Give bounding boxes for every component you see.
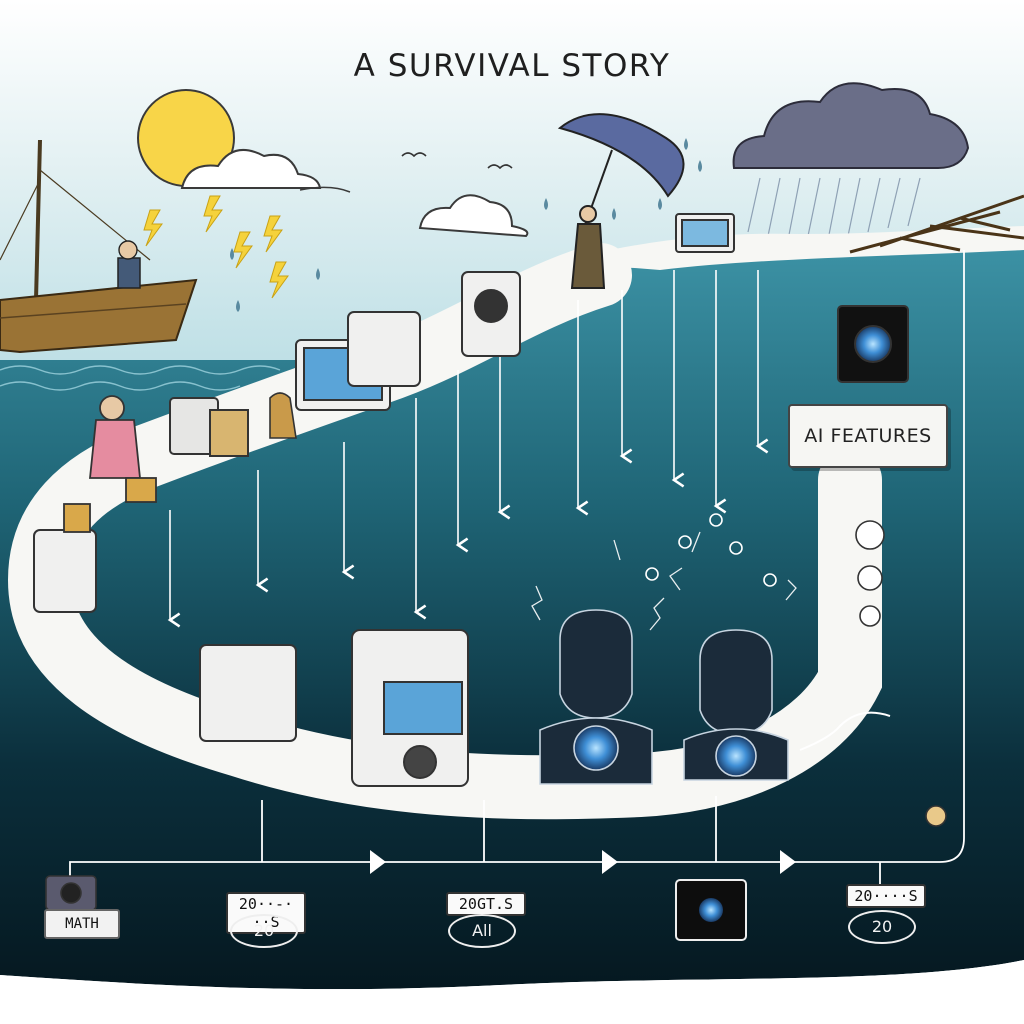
node-circles bbox=[645, 513, 777, 587]
down-arrows bbox=[167, 270, 769, 628]
cable bbox=[799, 711, 891, 751]
camera-icon bbox=[45, 875, 97, 911]
milestone-sub-1: 20 bbox=[230, 914, 298, 948]
computer-icons bbox=[33, 213, 909, 787]
storm-cloud-icon bbox=[732, 82, 970, 241]
bird-icon bbox=[401, 152, 427, 158]
feature-connectors bbox=[855, 520, 885, 627]
umbrella-icon bbox=[557, 113, 685, 289]
person-icon bbox=[63, 395, 157, 533]
milestone-label-3: 20····S bbox=[846, 884, 926, 908]
robot-head-icon bbox=[539, 609, 653, 785]
timeline-start-label: MATH bbox=[44, 909, 120, 939]
milestone-sub-3: 20 bbox=[848, 910, 916, 944]
coin-icon bbox=[925, 805, 947, 827]
cloud-small-icon bbox=[418, 194, 529, 238]
timeline-arrowheads bbox=[370, 850, 796, 874]
bird-icon-2 bbox=[487, 164, 513, 170]
boat-icon bbox=[0, 139, 198, 354]
spark-lines bbox=[531, 531, 797, 631]
milestone-label-2: 20GT.S bbox=[446, 892, 526, 916]
sea-surface-waves bbox=[0, 365, 281, 391]
lightning-icon bbox=[143, 195, 289, 299]
cloud-icon bbox=[180, 148, 351, 193]
fallen-tree-icon bbox=[849, 194, 1024, 254]
bottom-edge bbox=[0, 960, 1024, 1024]
glow-box-icon bbox=[675, 879, 747, 941]
ai-features-callout: AI FEATURES bbox=[788, 404, 948, 468]
robot-head-icon-2 bbox=[683, 629, 789, 781]
milestone-sub-2: All bbox=[448, 914, 516, 948]
dog-icon bbox=[269, 392, 297, 439]
page-title: A SURVIVAL STORY bbox=[353, 48, 671, 84]
